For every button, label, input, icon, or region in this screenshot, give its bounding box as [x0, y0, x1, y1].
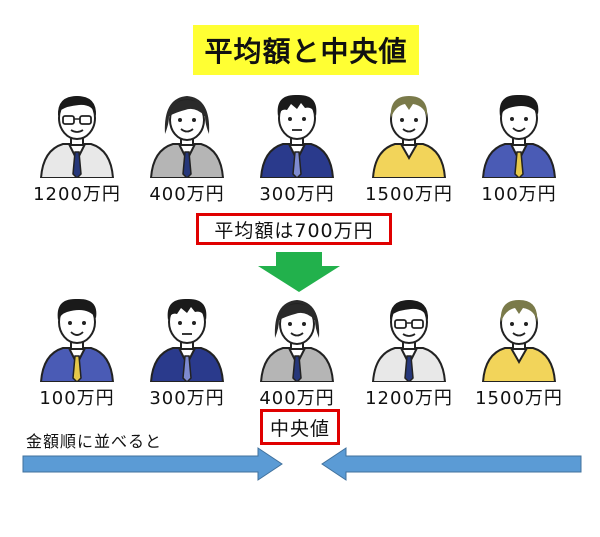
sort-caption: 金額順に並べると [26, 432, 163, 451]
person-man-blue [479, 88, 559, 178]
average-label: 平均額は700万円 [196, 213, 392, 245]
person-glasses-man [37, 88, 117, 178]
left-arrow-icon [321, 447, 582, 481]
amount-label: 1200万円 [365, 388, 453, 409]
amount-label: 100万円 [39, 388, 115, 409]
person-man-navy [257, 88, 337, 178]
down-arrow-icon [258, 252, 340, 292]
amount-label: 1200万円 [33, 184, 121, 205]
person-woman-yellow [369, 88, 449, 178]
right-arrow-icon [22, 447, 283, 481]
diagram-title: 平均額と中央値 [193, 25, 419, 75]
median-label: 中央値 [260, 409, 340, 445]
amount-label: 400万円 [259, 388, 335, 409]
amount-label: 400万円 [149, 184, 225, 205]
person-woman-gray [147, 88, 227, 178]
person-man-navy [147, 292, 227, 382]
amount-label: 300万円 [259, 184, 335, 205]
person-woman-yellow [479, 292, 559, 382]
person-woman-gray [257, 292, 337, 382]
amount-label: 300万円 [149, 388, 225, 409]
person-glasses-man [369, 292, 449, 382]
amount-label: 1500万円 [365, 184, 453, 205]
person-man-blue [37, 292, 117, 382]
amount-label: 100万円 [481, 184, 557, 205]
amount-label: 1500万円 [475, 388, 563, 409]
